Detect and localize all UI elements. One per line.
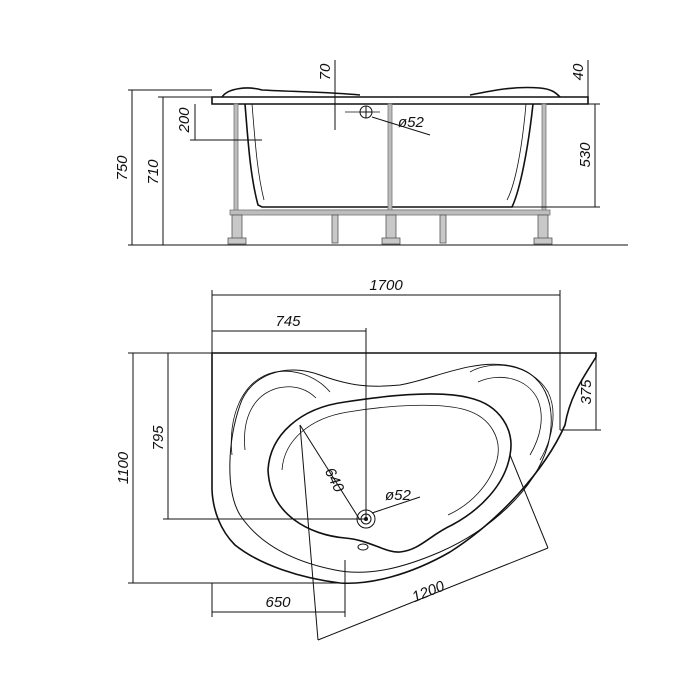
leg: [331, 214, 339, 244]
dim-40: 40: [570, 63, 587, 80]
frame-post-right: [541, 103, 547, 215]
dim-1100: 1100: [115, 451, 132, 484]
frame-bar: [229, 209, 551, 216]
dim-1700: 1700: [369, 277, 403, 294]
headrest-left: [221, 87, 361, 98]
dim-1200: 1200: [410, 577, 448, 606]
headrest-right: [469, 86, 561, 98]
leg-foot: [533, 237, 553, 245]
bathtub-rim: [211, 96, 589, 105]
headrest-left-top: [230, 370, 331, 456]
dim-745: 745: [275, 313, 301, 330]
dim-70: 70: [317, 63, 334, 80]
leg-foot: [381, 237, 401, 245]
frame-post-left: [233, 103, 239, 215]
dim-750: 750: [114, 155, 131, 181]
dim-795: 795: [150, 425, 167, 451]
dim-drain-top: ø52: [385, 487, 412, 504]
bathtub-inner-rim: [229, 363, 552, 573]
dim-200: 200: [176, 107, 193, 134]
dim-650: 650: [265, 594, 291, 611]
dim-530: 530: [577, 142, 594, 168]
side-dimension-lines: [128, 60, 600, 245]
leg-foot: [227, 237, 247, 245]
dim-640: 640: [321, 465, 348, 496]
headrest-right-top-inner: [477, 376, 542, 456]
bathtub-body-inner: [251, 103, 265, 201]
leg: [439, 214, 447, 244]
bathtub-basin-inner: [281, 404, 499, 516]
top-dimension-lines: [128, 290, 601, 641]
bathtub-outline-top: [211, 352, 597, 585]
frame-post-center: [387, 103, 393, 215]
headrest-right-top: [469, 364, 554, 461]
side-view: 750 710 200 70 40 530 ø52: [114, 60, 628, 246]
overflow-hole-top: [357, 543, 369, 551]
overflow-icon: [345, 105, 431, 136]
dim-drain-side: ø52: [398, 114, 425, 131]
dim-710: 710: [145, 159, 162, 185]
headrest-left-top-inner: [244, 386, 317, 451]
bathtub-basin: [267, 393, 512, 553]
dim-375: 375: [578, 379, 595, 405]
support-legs: [227, 214, 553, 245]
top-view: 1700 745 1100 795 375 640 ø52 650 1200: [115, 277, 601, 641]
bathtub-body-inner-right: [506, 103, 527, 201]
